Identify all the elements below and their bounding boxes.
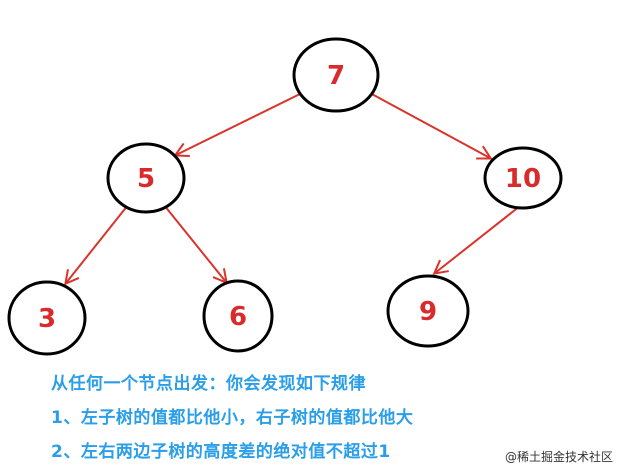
node-circle: [483, 146, 563, 210]
tree-node-10: 10: [483, 146, 563, 210]
node-value-label: 6: [229, 302, 247, 332]
node-value-label: 3: [38, 304, 56, 334]
tree-node-6: 6: [202, 279, 274, 353]
node-value-label: 5: [137, 164, 155, 194]
node-circle: [386, 274, 470, 348]
node-circle: [202, 279, 274, 353]
tree-node-9: 9: [386, 274, 470, 348]
node-circle: [7, 280, 87, 356]
rule-one-text: 1、左子树的值都比他小，右子树的值都比他大: [51, 408, 414, 428]
edge-arrow-n5-n6: [163, 204, 226, 282]
node-circle: [292, 37, 380, 113]
node-circle: [106, 142, 186, 214]
rule-intro-text: 从任何一个节点出发：你会发现如下规律: [51, 374, 366, 394]
rule-two-text: 2、左右两边子树的高度差的绝对值不超过1: [51, 442, 391, 462]
node-value-label: 7: [327, 61, 345, 91]
node-value-label: 10: [505, 164, 541, 194]
edge-arrow-n5-n3: [66, 204, 129, 283]
tree-node-5: 5: [106, 142, 186, 214]
node-value-label: 9: [419, 297, 437, 327]
edge-arrow-n10-n9: [435, 205, 521, 273]
tree-node-7: 7: [292, 37, 380, 113]
tree-node-3: 3: [7, 280, 87, 356]
edge-arrow-n7-n5: [176, 92, 303, 155]
watermark-text: @稀土掘金技术社区: [504, 450, 613, 464]
edge-arrow-n7-n10: [369, 92, 490, 158]
